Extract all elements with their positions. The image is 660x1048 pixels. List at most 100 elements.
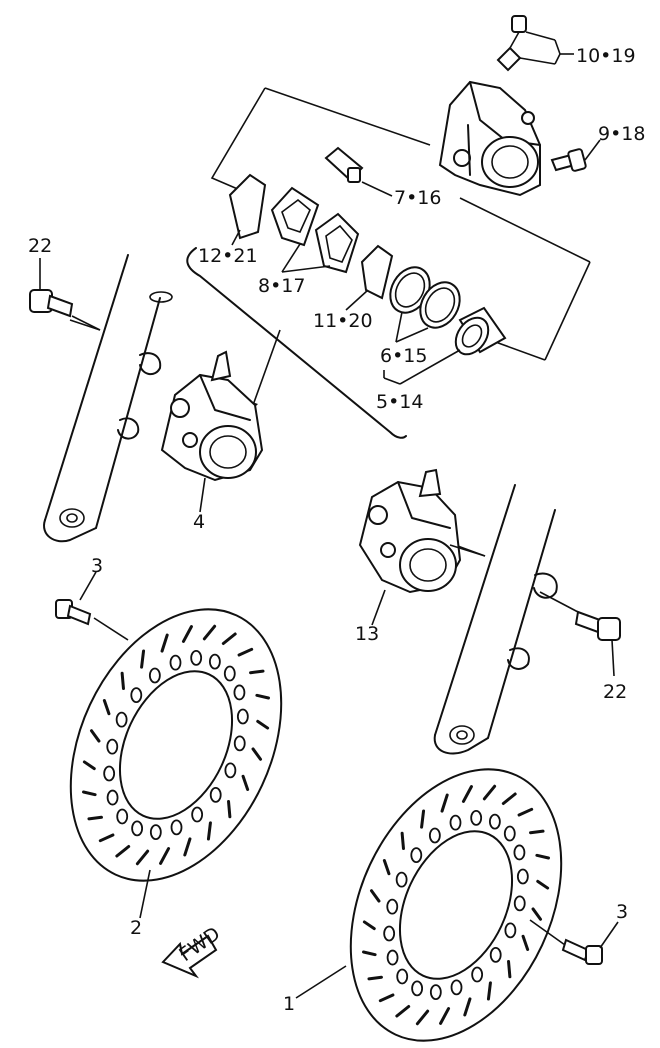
disc-slot — [529, 829, 545, 835]
disc-hole — [396, 968, 409, 985]
disc-hole — [236, 708, 249, 725]
pads-8-17 — [270, 186, 360, 274]
label-8-17: 8•17 — [258, 275, 305, 297]
disc-slot — [439, 1007, 451, 1025]
fork-leg-left — [43, 254, 173, 543]
disc-slot — [362, 920, 376, 931]
disc-hole — [428, 827, 441, 844]
disc-hole — [233, 735, 246, 752]
disc-hole — [116, 808, 129, 825]
disc-hole — [106, 738, 119, 755]
disc-slot — [461, 785, 473, 803]
disc-slot — [255, 693, 270, 700]
shim-12-21 — [228, 173, 267, 240]
disc-slot — [82, 790, 97, 797]
label-7-16: 7•16 — [394, 187, 441, 209]
disc-slot — [395, 1005, 411, 1018]
disc-slot — [517, 807, 534, 817]
bolt-3-right — [561, 938, 603, 965]
disc-slot — [256, 719, 270, 730]
disc-hole — [223, 665, 236, 682]
label-12-21: 12•21 — [198, 245, 258, 267]
disc-slot — [227, 799, 232, 819]
fwd-arrow: FWD — [161, 923, 224, 979]
label-3-right: 3 — [616, 901, 628, 923]
disc-slot — [486, 981, 492, 1001]
disc-slot — [160, 633, 169, 653]
disc-slot — [237, 647, 254, 657]
brake-disc-2 — [69, 608, 283, 882]
disc-slot — [241, 774, 250, 792]
bolt-9-18 — [550, 148, 587, 172]
shim-11-20 — [360, 244, 394, 300]
piston-5-14 — [454, 306, 507, 356]
disc-hole — [115, 711, 128, 728]
label-10-19: 10•19 — [576, 45, 636, 67]
disc-hole — [148, 667, 161, 684]
disc-hole — [190, 649, 203, 666]
disc-hole — [106, 789, 119, 806]
label-2: 2 — [130, 917, 142, 939]
disc-slot — [251, 747, 263, 761]
disc-slot — [400, 831, 405, 851]
label-3-left: 3 — [91, 555, 103, 577]
disc-slot — [440, 793, 449, 813]
disc-hole — [513, 844, 526, 861]
disc-hole — [429, 984, 442, 1001]
disc-slot — [378, 993, 395, 1003]
disc-slot — [521, 934, 530, 952]
disc-slot — [249, 669, 265, 675]
disc-hole — [208, 653, 221, 670]
disc-hole — [410, 847, 423, 864]
disc-hole — [130, 687, 143, 704]
disc-slot — [507, 959, 512, 979]
label-22-right: 22 — [603, 681, 627, 703]
pin-7-16 — [324, 146, 364, 183]
disc-hole — [383, 925, 396, 942]
label-9-18: 9•18 — [598, 123, 645, 145]
disc-hole — [233, 684, 246, 701]
label-1: 1 — [283, 993, 295, 1015]
disc-hole — [503, 825, 516, 842]
label-13: 13 — [355, 623, 379, 645]
disc-slot — [463, 997, 472, 1017]
disc-slot — [102, 698, 111, 716]
caliper-exploded — [438, 15, 541, 197]
disc-slot — [420, 809, 426, 829]
disc-hole — [149, 824, 162, 841]
disc-hole — [450, 979, 463, 996]
disc-slot — [536, 879, 550, 890]
bolt-3-left — [55, 599, 92, 626]
disc-slot — [115, 845, 131, 858]
bolt-22-right — [574, 610, 621, 641]
bolt-22-left — [29, 289, 74, 318]
label-6-15: 6•15 — [380, 345, 427, 367]
disc-slot — [382, 858, 391, 876]
disc-slot — [120, 671, 125, 691]
disc-slot — [369, 889, 381, 903]
disc-hole — [386, 949, 399, 966]
disc-hole — [386, 898, 399, 915]
disc-slot — [367, 975, 383, 981]
leader-lines — [39, 31, 619, 999]
explode-bracket — [186, 87, 591, 439]
disc-hole — [488, 813, 501, 830]
disc-slot — [221, 632, 237, 645]
disc-hole — [411, 980, 424, 997]
disc-hole — [131, 820, 144, 837]
brake-disc-1 — [349, 768, 563, 1042]
disc-hole — [513, 895, 526, 912]
disc-hole — [504, 922, 517, 939]
disc-slot — [98, 833, 115, 843]
disc-slot — [501, 792, 517, 805]
part-labels: 10•19 9•18 7•16 12•21 8•17 11•20 6•15 5•… — [28, 45, 645, 1015]
disc-slot — [362, 950, 377, 957]
disc-slot — [535, 853, 550, 860]
disc-hole — [103, 765, 116, 782]
disc-hole — [209, 786, 222, 803]
disc-hole — [471, 966, 484, 983]
disc-slot — [183, 837, 192, 857]
disc-hole — [395, 871, 408, 888]
disc-slot — [482, 784, 497, 801]
